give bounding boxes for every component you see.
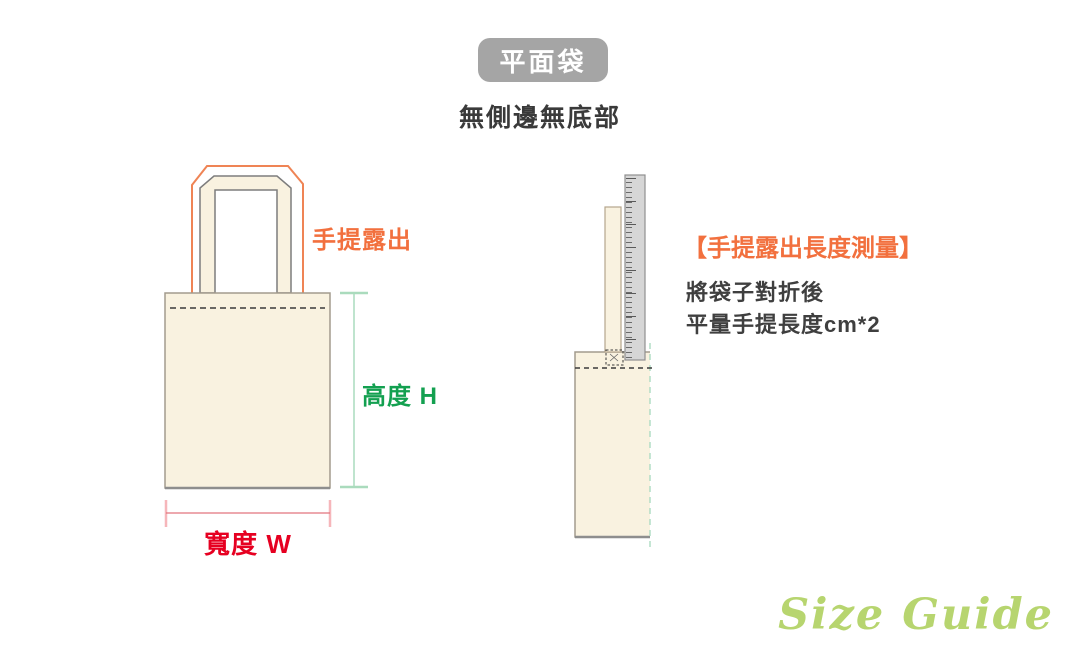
bag-handle — [199, 175, 292, 294]
handle-stitch-box — [605, 349, 624, 366]
folded-bag-diagram — [574, 174, 652, 550]
height-measure-ticks — [340, 291, 368, 489]
height-label: 高度 H — [362, 383, 438, 410]
handle-exposure-outline — [191, 165, 304, 295]
folded-handle-strap — [604, 206, 622, 353]
handle-exposure-label: 手提露出 — [312, 227, 412, 254]
size-guide-signature: Size Guide — [778, 590, 1054, 640]
page-subtitle: 無側邊無底部 — [458, 104, 621, 132]
bag-type-badge-label: 平面袋 — [499, 46, 587, 77]
measure-section-title: 【手提露出長度測量】 — [683, 235, 923, 262]
measure-instruction-line2: 平量手提長度cm*2 — [686, 312, 881, 337]
bag-body — [164, 292, 331, 489]
handle-stitch-cross — [609, 353, 619, 362]
ruler — [624, 174, 646, 361]
folded-bag-body — [575, 352, 650, 537]
measure-instruction-line1: 將袋子對折後 — [686, 280, 825, 305]
bag-type-badge: 平面袋 — [478, 38, 608, 82]
front-bag-diagram — [164, 165, 368, 527]
width-label: 寬度 W — [204, 529, 292, 559]
